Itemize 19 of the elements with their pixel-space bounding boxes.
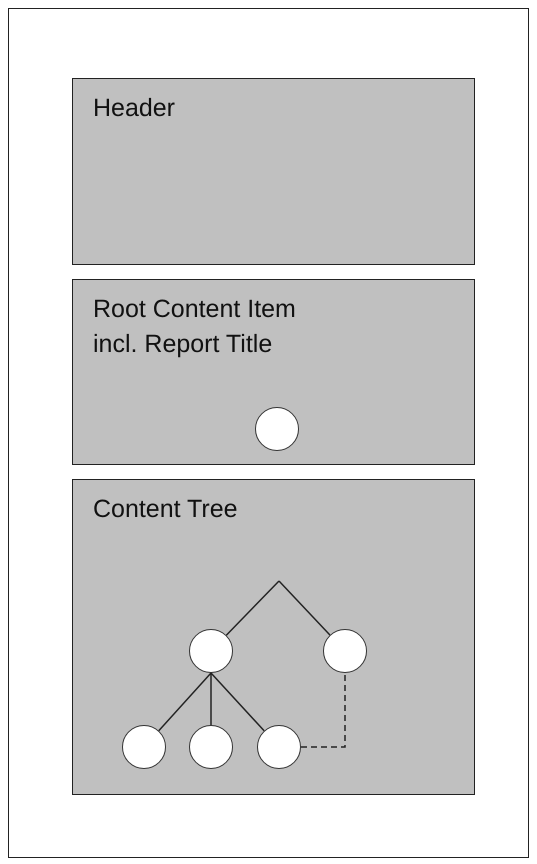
section-title: Content Tree <box>93 494 239 525</box>
connector-line <box>158 672 212 732</box>
section-box <box>72 479 475 795</box>
circle-node <box>122 725 166 769</box>
section-box <box>72 279 475 465</box>
connector-line <box>226 580 280 636</box>
circle-node <box>189 725 233 769</box>
section-title: Root Content Item incl. Report Title <box>93 294 297 360</box>
connector-line <box>278 580 330 636</box>
circle-node <box>257 725 301 769</box>
section-title: Header <box>93 93 176 124</box>
connector-line <box>210 673 212 725</box>
circle-node <box>323 629 367 673</box>
section-box <box>72 78 475 265</box>
circle-node <box>255 407 299 451</box>
circle-node <box>189 629 233 673</box>
connector-line <box>210 672 265 732</box>
dashed-connector <box>301 673 346 748</box>
page-frame <box>8 8 529 858</box>
